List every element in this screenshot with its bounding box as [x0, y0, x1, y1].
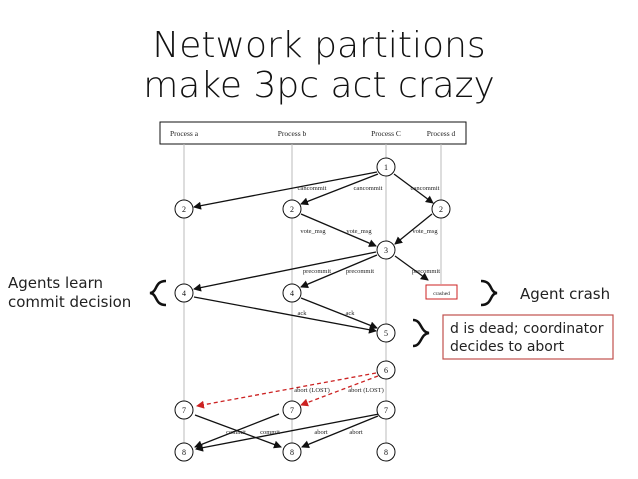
node-label: 7 [182, 406, 186, 415]
node-c8 [376, 442, 396, 462]
arrow-vote-from-d [394, 213, 433, 245]
node-a7 [174, 400, 194, 420]
arrow-cancommit-to-a [193, 171, 378, 210]
msg-label-abort-lost: abort (LOST) [348, 387, 384, 394]
arrow-ack-from-a [193, 296, 377, 334]
node-a2 [174, 199, 194, 219]
node-label: 8 [384, 448, 388, 457]
node-label: 4 [290, 289, 294, 298]
arrow-precommit-to-d [394, 255, 429, 281]
process-label-c: Process C [371, 129, 401, 138]
node-label: 5 [384, 329, 388, 338]
arrow-ack-from-b [300, 297, 378, 330]
arrow-abort-c-to-b8 [301, 415, 379, 449]
callout-line-2: decides to abort [450, 339, 565, 355]
msg-label-cancommit: cancommit [411, 185, 440, 192]
node-c5 [376, 323, 396, 343]
arrow-precommit-to-a [193, 251, 377, 292]
arrow-vote-from-b [300, 213, 377, 247]
msg-label-vote: vote_msg [346, 228, 372, 235]
msg-label-precommit: precommit [412, 268, 440, 275]
msg-label-abort: abort [314, 429, 328, 436]
node-a8 [174, 442, 194, 462]
agent-crash-annotation: Agent crash [520, 285, 610, 303]
node-d2 [431, 199, 451, 219]
crashed-box [425, 284, 458, 300]
arrow-cancommit-to-d [393, 173, 434, 204]
node-b7 [282, 400, 302, 420]
node-b2 [282, 199, 302, 219]
callout-line-1: d is dead; coordinator [450, 321, 604, 337]
callout-text: d is dead; coordinator decides to abort [450, 321, 608, 355]
left-brace [149, 279, 167, 307]
node-label: 3 [384, 246, 388, 255]
arrow-precommit-to-b [300, 254, 378, 288]
node-label: 6 [384, 366, 388, 375]
agents-learn-line-2: commit decision [8, 293, 131, 311]
node-c3 [376, 240, 396, 260]
slide-title-line-1: Network partitions [152, 25, 486, 66]
node-label: 2 [439, 205, 443, 214]
arrow-abort-lost-to-a [196, 372, 377, 409]
msg-label-precommit: precommit [303, 268, 331, 275]
coordinator-abort-callout [442, 314, 614, 360]
msg-label-cancommit: cancommit [354, 185, 383, 192]
msg-label-commit: commit [260, 429, 280, 436]
msg-label-vote: vote_msg [300, 228, 326, 235]
msg-label-ack: ack [345, 310, 355, 317]
process-label-b: Process b [278, 129, 307, 138]
arrow-abort-c-to-a8 [195, 413, 380, 452]
msg-label-cancommit: cancommit [298, 185, 327, 192]
msg-label-abort-lost: abort (LOST) [294, 387, 330, 394]
msg-label-ack: ack [297, 310, 307, 317]
slide-title-line-2: make 3pc act crazy [143, 65, 495, 106]
node-b8 [282, 442, 302, 462]
crashed-label: crashed [433, 291, 450, 297]
node-c1 [376, 157, 396, 177]
agents-learn-annotation: Agents learn commit decision [8, 274, 131, 311]
arrow-commit-a-to-b8 [194, 414, 282, 449]
process-label-a: Process a [170, 129, 199, 138]
msg-label-commit: commit [226, 429, 246, 436]
node-c6 [376, 360, 396, 380]
node-label: 8 [290, 448, 294, 457]
agents-learn-line-1: Agents learn [8, 274, 103, 292]
node-c7 [376, 400, 396, 420]
node-label: 7 [290, 406, 294, 415]
msg-label-vote: vote_msg [412, 228, 438, 235]
node-label: 8 [182, 448, 186, 457]
callout-brace [412, 318, 430, 348]
node-label: 1 [384, 163, 388, 172]
process-header-box [159, 121, 467, 145]
agent-crash-brace [480, 279, 498, 307]
node-label: 4 [182, 289, 186, 298]
node-label: 7 [384, 406, 388, 415]
node-b4 [282, 283, 302, 303]
arrow-cancommit-to-b [300, 173, 379, 206]
msg-label-precommit: precommit [346, 268, 374, 275]
msg-label-abort: abort [349, 429, 363, 436]
node-label: 2 [182, 205, 186, 214]
node-label: 2 [290, 205, 294, 214]
node-a4 [174, 283, 194, 303]
process-label-d: Process d [427, 129, 456, 138]
